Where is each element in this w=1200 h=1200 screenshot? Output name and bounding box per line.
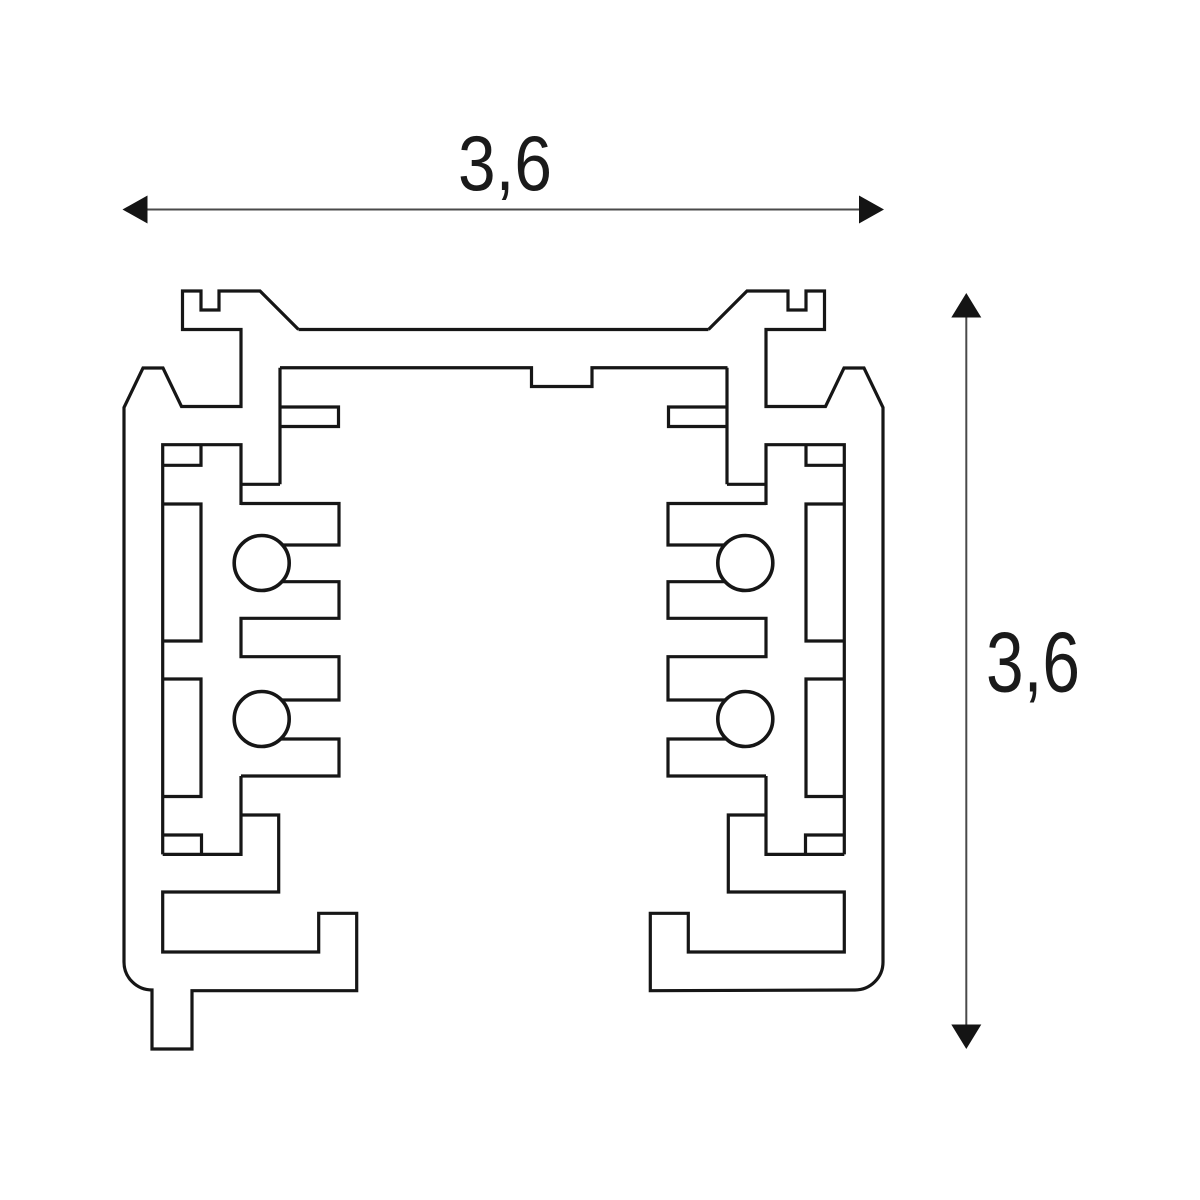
svg-text:3,6: 3,6 (458, 119, 552, 207)
svg-text:3,6: 3,6 (986, 616, 1080, 711)
